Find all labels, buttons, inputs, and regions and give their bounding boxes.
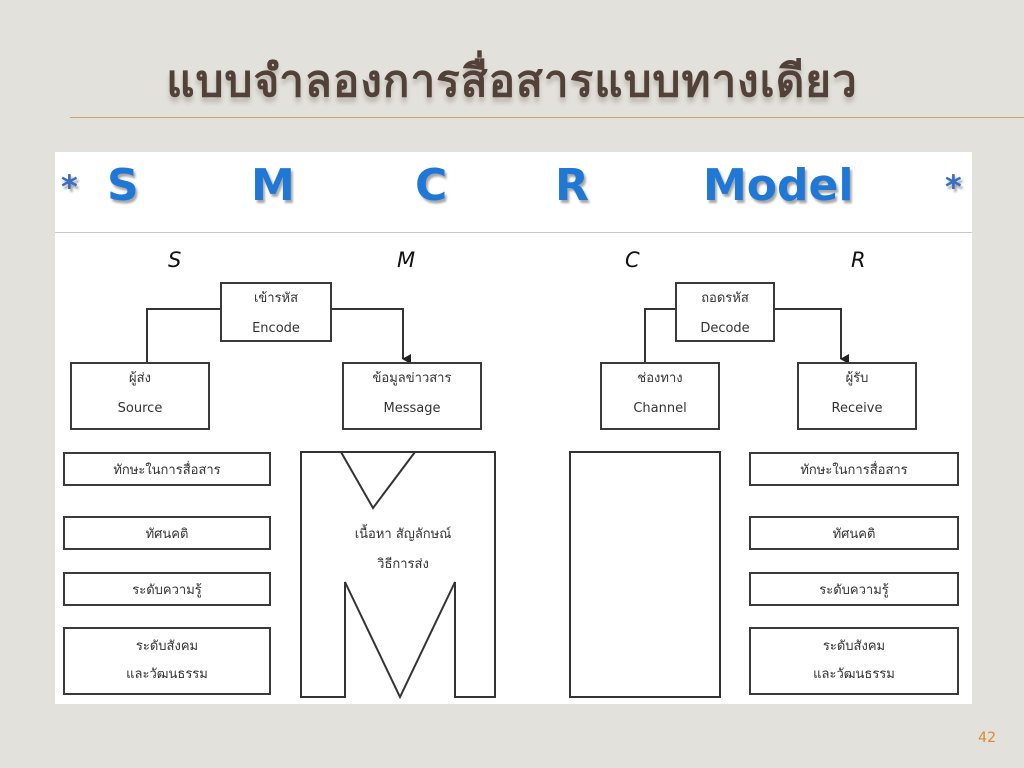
encode-english-label: Encode [252,321,300,336]
banner-letter-m: M [251,160,295,211]
title-divider [70,117,1024,118]
banner-star-right: * [945,168,962,206]
receiver-knowledge-box: ระดับความรู้ [749,572,959,606]
banner-word-model: Model [703,160,854,211]
message-thai-label: ข้อมูลข่าวสาร [372,371,452,386]
page-number: 42 [978,730,996,746]
receiver-attitude-box: ทัศนคติ [749,516,959,550]
column-label-c: C [625,248,640,272]
source-box: ผู้ส่ง Source [70,362,210,430]
decode-english-label: Decode [700,321,750,336]
receiver-social-culture-box: ระดับสังคม และวัฒนธรรม [749,627,959,695]
receiver-culture-label: และวัฒนธรรม [813,667,895,682]
smcr-banner: * S M C R Model * [55,152,972,233]
message-contents-text: เนื้อหา สัญลักษณ์ วิธีการส่ง [303,520,503,580]
receiver-thai-label: ผู้รับ [845,371,869,386]
column-label-m: M [397,248,416,272]
banner-letter-r: R [555,160,589,211]
source-skill-box: ทักษะในการสื่อสาร [63,452,271,486]
receiver-english-label: Receive [831,401,883,416]
banner-star-left: * [61,168,78,206]
source-culture-label: และวัฒนธรรม [126,667,208,682]
source-social-label: ระดับสังคม [135,639,199,654]
banner-letter-c: C [415,160,448,211]
smcr-diagram-panel: * S M C R Model * S M C R เข้ารหัส Encod… [55,152,972,704]
banner-letter-s: S [107,160,139,211]
receiver-box: ผู้รับ Receive [797,362,917,430]
source-attitude-box: ทัศนคติ [63,516,271,550]
receiver-skill-box: ทักษะในการสื่อสาร [749,452,959,486]
message-english-label: Message [383,401,441,416]
channel-english-label: Channel [633,401,687,416]
source-english-label: Source [117,401,163,416]
encode-thai-label: เข้ารหัส [253,291,299,306]
slide-title: แบบจำลองการสื่อสารแบบทางเดียว [166,56,858,107]
decode-box: ถอดรหัส Decode [675,282,775,342]
channel-thai-label: ช่องทาง [637,371,683,386]
message-contents-line1: เนื้อหา สัญลักษณ์ [354,527,452,542]
encode-box: เข้ารหัส Encode [220,282,332,342]
source-knowledge-box: ระดับความรู้ [63,572,271,606]
column-label-r: R [851,248,866,272]
decode-thai-label: ถอดรหัส [701,291,749,306]
message-contents-line2: วิธีการส่ง [377,557,429,572]
source-thai-label: ผู้ส่ง [129,371,151,386]
channel-box: ช่องทาง Channel [600,362,720,430]
receiver-social-label: ระดับสังคม [822,639,886,654]
column-label-s: S [168,248,182,272]
source-social-culture-box: ระดับสังคม และวัฒนธรรม [63,627,271,695]
connector-lines [146,308,849,700]
message-box: ข้อมูลข่าวสาร Message [342,362,482,430]
